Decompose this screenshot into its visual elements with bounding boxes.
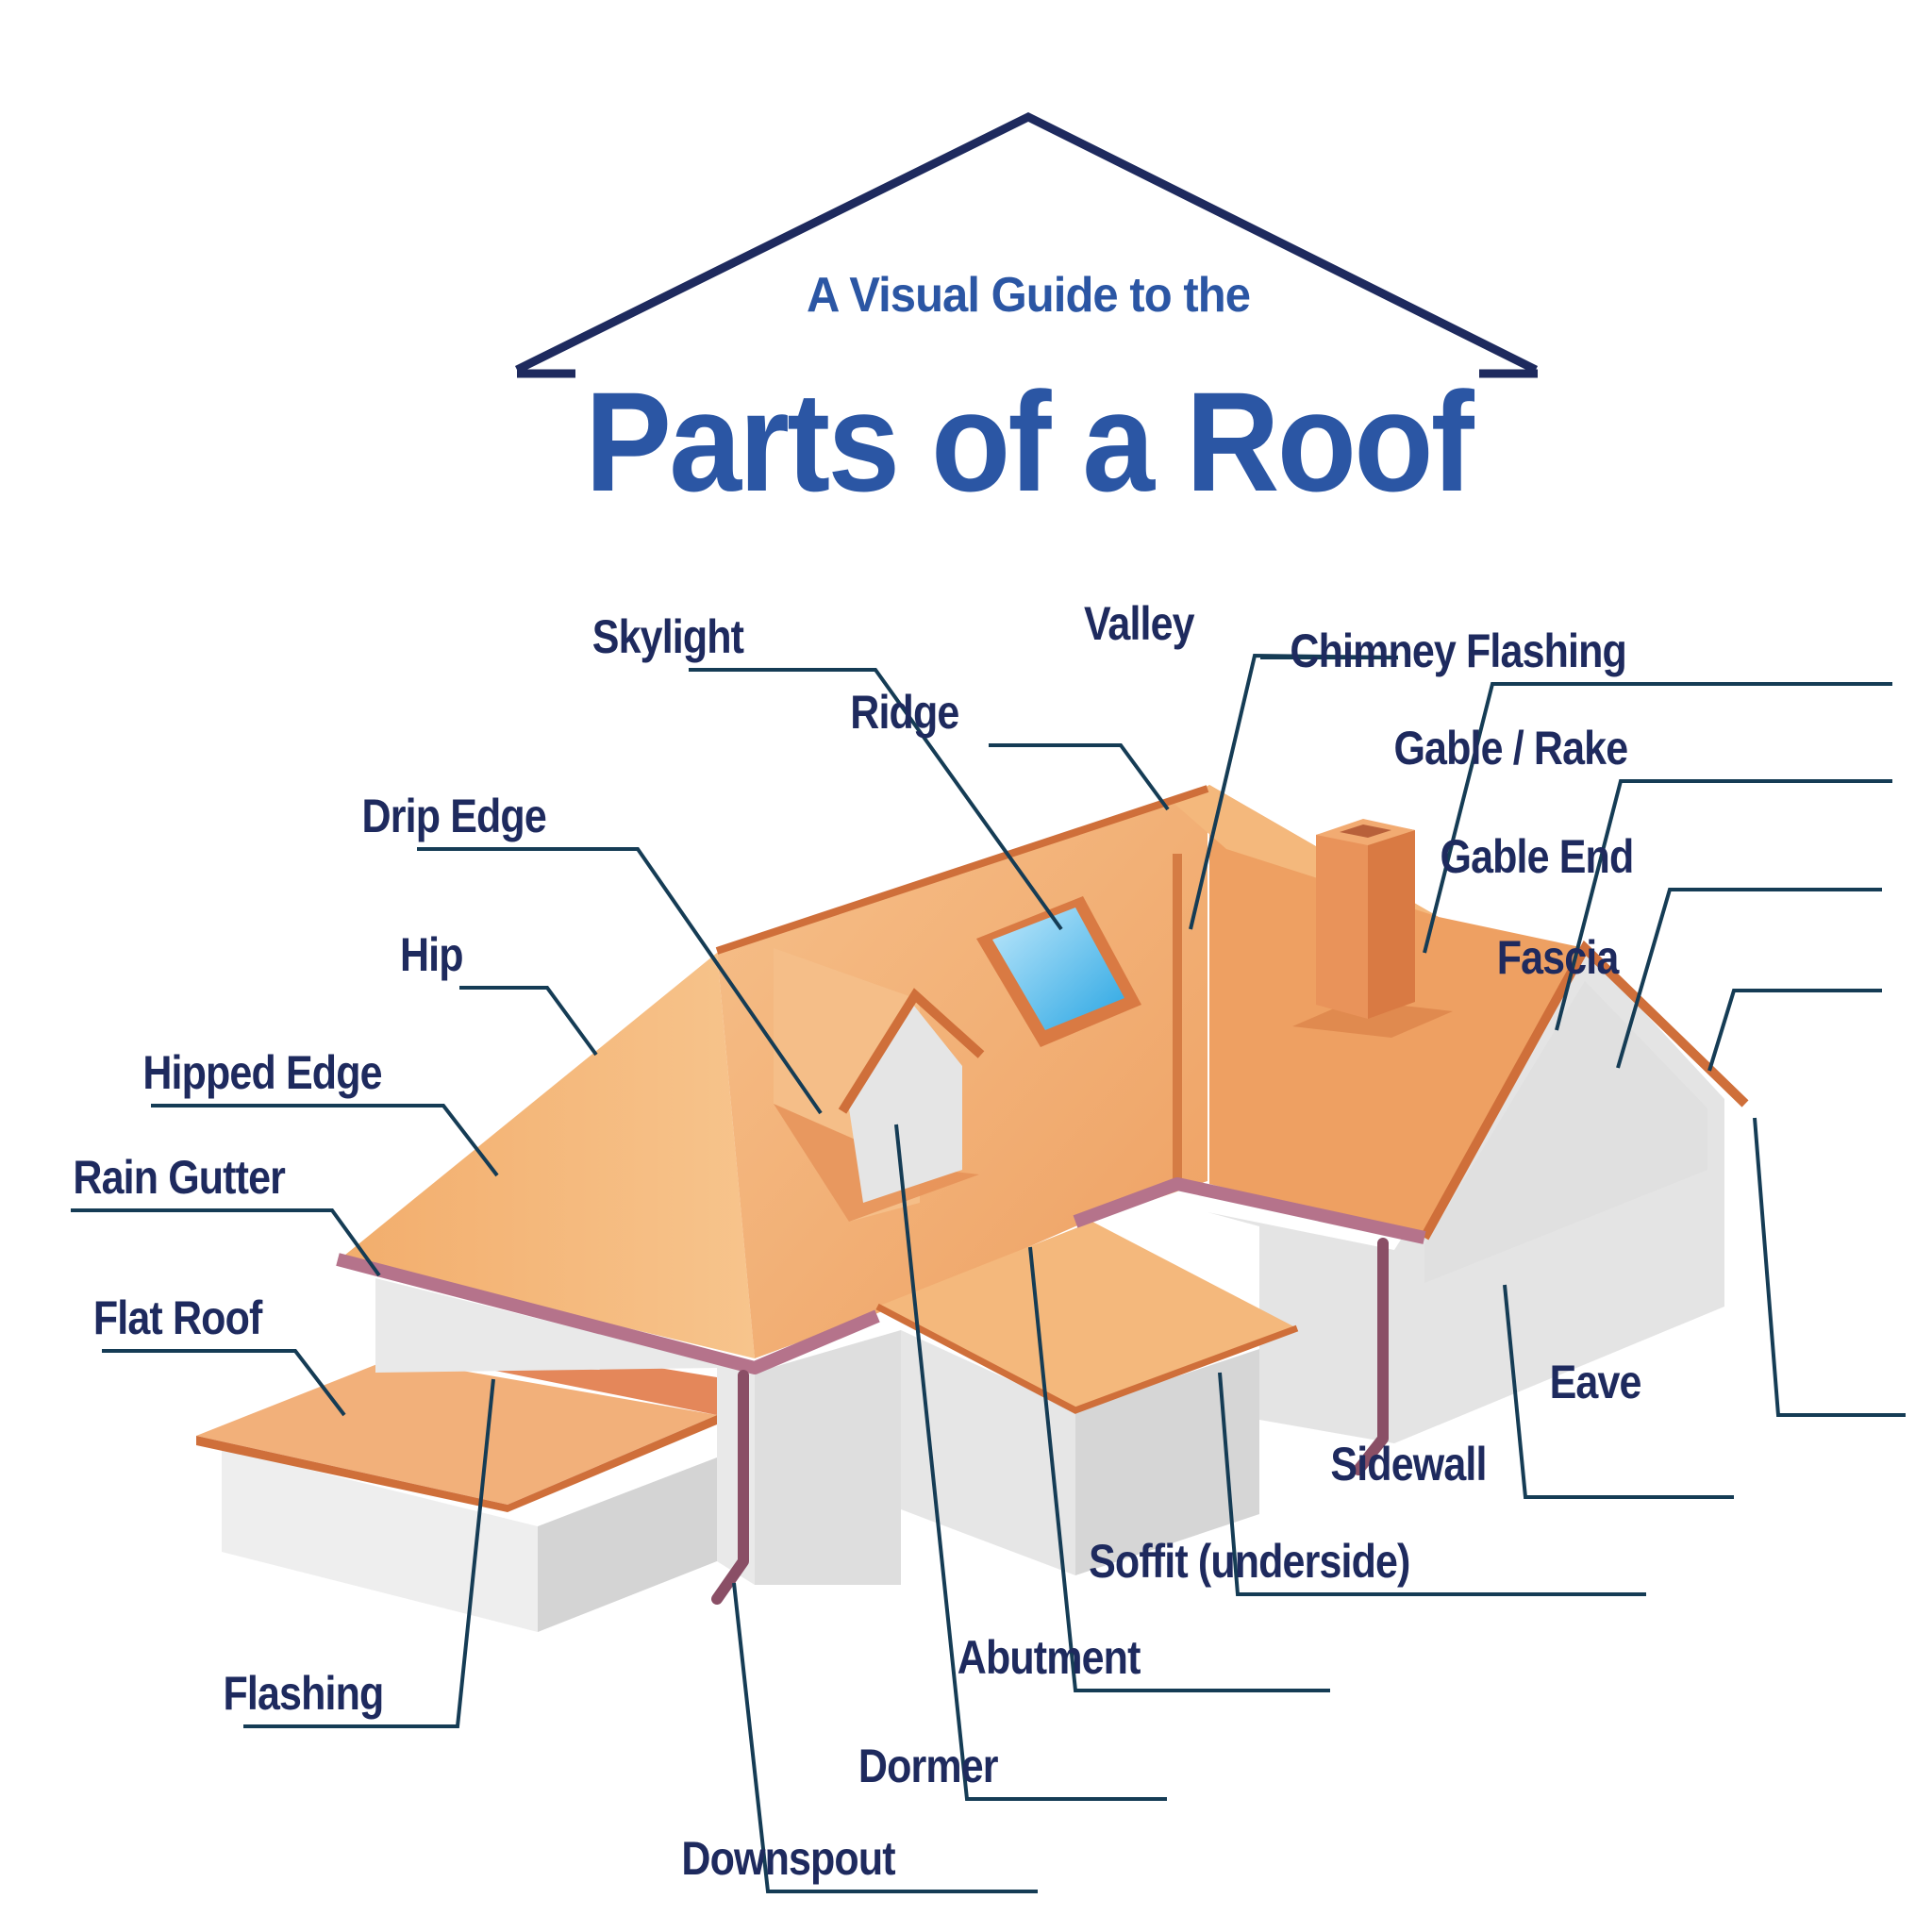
hipped-edge-surface xyxy=(340,953,755,1358)
label-flashing: Flashing xyxy=(224,1667,384,1720)
label-hip: Hip xyxy=(400,928,463,981)
label-soffit: Soffit (underside) xyxy=(1089,1535,1409,1588)
chimney-front xyxy=(1316,821,1368,1019)
label-gable-end: Gable End xyxy=(1441,830,1634,883)
dormer-roof-edge xyxy=(838,988,985,1114)
gable-end-shade xyxy=(1424,981,1707,1283)
skylight-glass xyxy=(992,908,1124,1030)
leader-eave xyxy=(1753,1117,1906,1417)
label-sidewall: Sidewall xyxy=(1330,1438,1486,1491)
ridge-line xyxy=(715,785,1209,955)
chimney-flashing-base xyxy=(1292,1000,1453,1038)
leader-drip-edge xyxy=(417,847,823,1115)
gable-rake xyxy=(1420,940,1749,1241)
main-front-wall-left xyxy=(375,1278,755,1585)
leader-ridge xyxy=(989,743,1170,811)
header-subtitle: A Visual Guide to the xyxy=(807,268,1250,323)
dormer-front xyxy=(849,1005,962,1203)
front-wing-right-wall xyxy=(1075,1349,1259,1575)
label-drip-edge: Drip Edge xyxy=(362,790,546,842)
label-abutment: Abutment xyxy=(958,1631,1141,1684)
flat-roof-front-edge xyxy=(196,1436,508,1512)
rain-gutter-right xyxy=(1073,1177,1426,1244)
downspout-right xyxy=(1353,1238,1389,1475)
leader-dormer xyxy=(894,1124,1167,1801)
right-wing-front-wall xyxy=(1208,1212,1394,1443)
labels: Skylight Valley Chimney Flashing Ridge G… xyxy=(73,597,1641,1885)
rain-gutter-left xyxy=(336,1253,880,1374)
leader-abutment xyxy=(1028,1246,1330,1692)
leader-rain-gutter xyxy=(71,1208,381,1277)
leader-gable-rake xyxy=(1555,779,1892,1031)
header-roof-outline xyxy=(515,111,1539,375)
downspout-left xyxy=(711,1370,749,1605)
leader-sidewall xyxy=(1503,1284,1734,1499)
main-front-wall-center xyxy=(755,1330,901,1585)
flat-roof-front-wall xyxy=(222,1448,538,1632)
header: A Visual Guide to the Parts of a Roof xyxy=(515,111,1539,521)
label-skylight: Skylight xyxy=(592,610,744,663)
label-flat-roof: Flat Roof xyxy=(93,1291,263,1344)
flat-roof-side-edge xyxy=(508,1415,717,1512)
leader-skylight xyxy=(689,668,1063,931)
label-valley: Valley xyxy=(1084,597,1195,650)
front-wing-roof xyxy=(877,1222,1297,1410)
front-wing-roof-edge xyxy=(875,1303,1299,1414)
leader-fascia xyxy=(1707,989,1882,1072)
flat-roof-side-wall xyxy=(538,1457,717,1632)
label-hipped-edge: Hipped Edge xyxy=(142,1046,381,1099)
chimney-opening xyxy=(1340,824,1391,838)
label-downspout: Downspout xyxy=(681,1832,895,1885)
label-rain-gutter: Rain Gutter xyxy=(73,1151,285,1204)
leader-chimney-flashing xyxy=(1423,682,1892,954)
label-gable-rake: Gable / Rake xyxy=(1393,722,1627,774)
label-eave: Eave xyxy=(1550,1356,1641,1408)
label-chimney-flashing: Chimney Flashing xyxy=(1290,625,1626,677)
front-wing-left-wall xyxy=(901,1330,1075,1575)
flat-roof-surface xyxy=(196,1358,717,1505)
page-title: Parts of a Roof xyxy=(585,362,1475,521)
leader-soffit xyxy=(1218,1372,1646,1596)
label-fascia: Fascia xyxy=(1497,931,1621,984)
chimney-side xyxy=(1368,821,1415,1019)
label-dormer: Dormer xyxy=(858,1740,998,1792)
leader-downspout xyxy=(732,1582,1038,1893)
leader-lines xyxy=(71,653,1906,1893)
leader-hip xyxy=(459,986,598,1057)
house-illustration xyxy=(196,785,1749,1632)
leader-hipped-edge xyxy=(151,1104,499,1177)
leader-gable-end xyxy=(1616,888,1882,1069)
label-ridge: Ridge xyxy=(850,686,958,739)
leader-flashing xyxy=(243,1378,495,1728)
leader-flat-roof xyxy=(102,1349,346,1417)
leader-valley xyxy=(1189,653,1399,930)
